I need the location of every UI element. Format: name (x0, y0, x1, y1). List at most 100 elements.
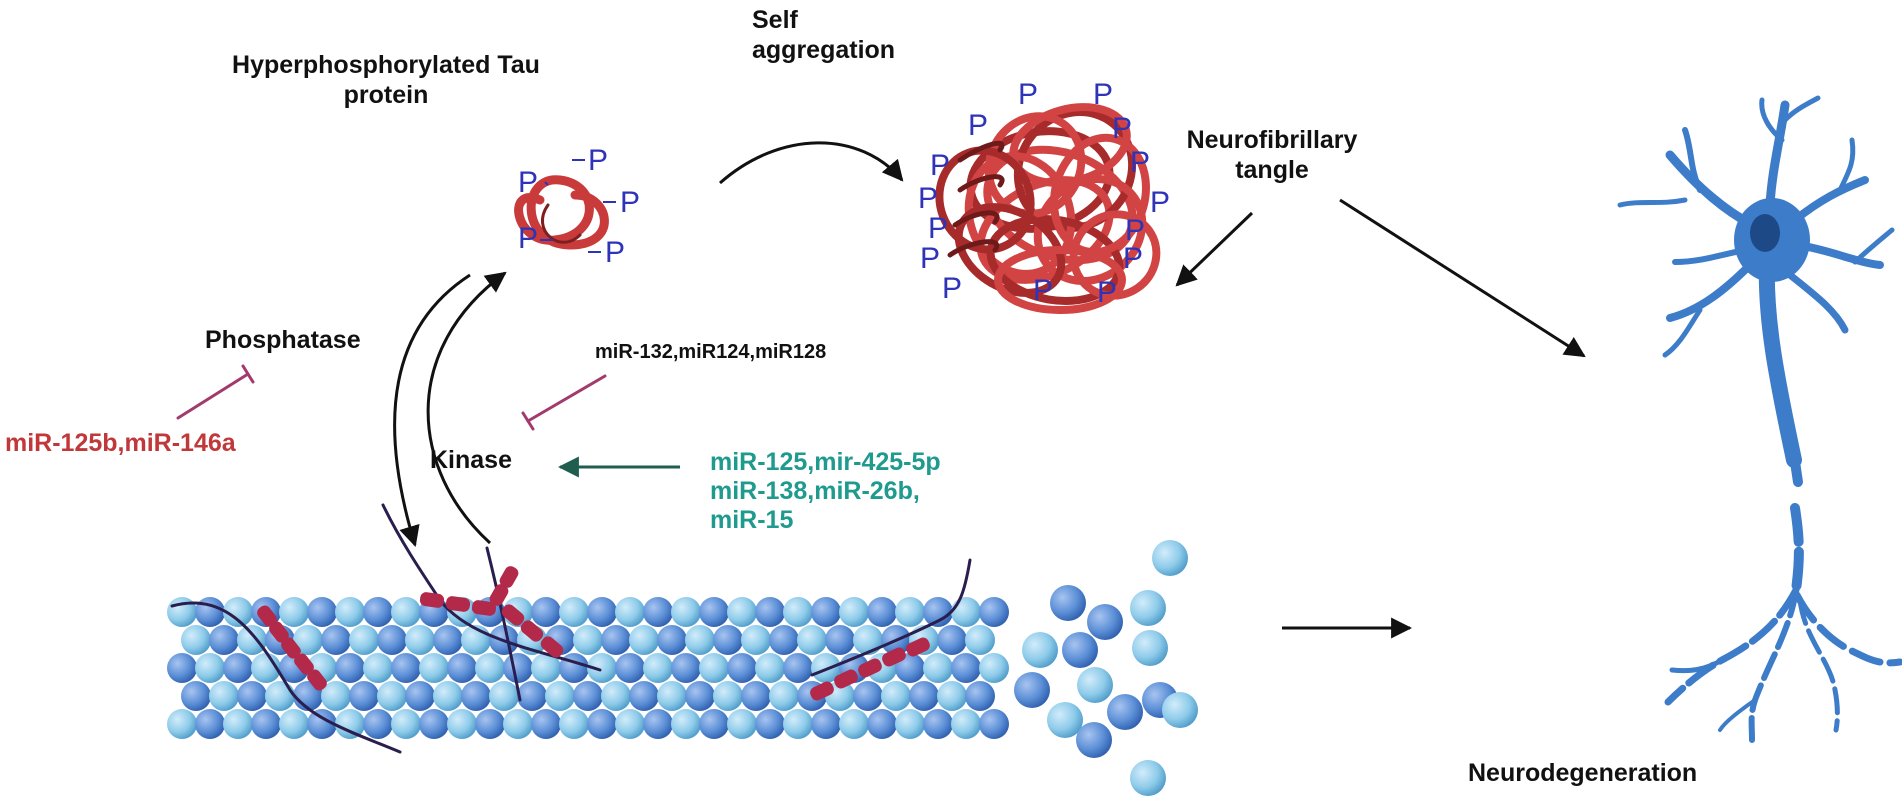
tubulin-bead (503, 709, 533, 739)
tubulin-bead (951, 653, 981, 683)
tubulin-bead (629, 625, 659, 655)
tubulin-bead (223, 653, 253, 683)
tangle-loop (994, 246, 1126, 314)
tubulin-bead (951, 709, 981, 739)
tubulin-bead (377, 681, 407, 711)
tubulin-bead (181, 681, 211, 711)
tangle-strand (947, 239, 1000, 258)
tubulin-bead (853, 625, 883, 655)
tubulin-bead (293, 625, 323, 655)
inhibitor-lines (176, 364, 607, 431)
free-tubulin-bead (1087, 604, 1123, 640)
tangle-to-tangle-arrow (1175, 211, 1254, 287)
tubulin-bead (769, 681, 799, 711)
tubulin-bead (363, 597, 393, 627)
tau-protein-label-line2: protein (343, 81, 429, 109)
tau-to-microtubule-arrow (393, 273, 471, 548)
tubulin-bead (335, 653, 365, 683)
tubulin-bead (811, 597, 841, 627)
mir-kinase-label-line1: miR-125,mir-425-5p (710, 448, 941, 476)
tubulin-bead (895, 597, 925, 627)
tubulin-bead (643, 653, 673, 683)
svg-text:P: P (1123, 242, 1143, 275)
free-tubulin-bead (1152, 540, 1188, 576)
phosphatase-label: Phosphatase (205, 326, 361, 354)
tubulin-bead (755, 597, 785, 627)
free-tubulin-bead (1022, 632, 1058, 668)
tubulin-bead (503, 653, 533, 683)
neurodegeneration-label: Neurodegeneration (1468, 759, 1698, 787)
tubulin-bead (741, 681, 771, 711)
svg-text:P: P (605, 236, 625, 269)
tubulin-bead (223, 597, 253, 627)
tubulin-bead (713, 625, 743, 655)
microtubule-to-tau-arrow (426, 271, 507, 545)
tubulin-bead (265, 681, 295, 711)
tubulin-bead (447, 709, 477, 739)
tubulin-bead (615, 597, 645, 627)
tubulin-bead (741, 625, 771, 655)
tubulin-bead (335, 709, 365, 739)
tubulin-bead (783, 653, 813, 683)
tubulin-bead (643, 709, 673, 739)
tubulin-bead (699, 653, 729, 683)
tubulin-bead (405, 681, 435, 711)
self-aggregation-label-line1: Self (752, 6, 798, 34)
tubulin-bead (349, 625, 379, 655)
tubulin-bead (797, 625, 827, 655)
tau-coil-icon (514, 175, 609, 250)
tubulin-bead (391, 653, 421, 683)
tubulin-bead (951, 597, 981, 627)
tubulin-bead (825, 625, 855, 655)
tubulin-bead (447, 653, 477, 683)
tangle-strand (952, 210, 1000, 228)
tubulin-bead (685, 681, 715, 711)
tubulin-bead (545, 681, 575, 711)
tubulin-bead (685, 625, 715, 655)
self-aggregation-label-line2: aggregation (752, 36, 896, 64)
mir-kinase-label: miR-125,mir-425-5p miR-138,miR-26b, miR-… (710, 448, 941, 535)
tubulin-bead (391, 597, 421, 627)
tubulin-bead (167, 653, 197, 683)
tubulin-bead (475, 653, 505, 683)
svg-text:P: P (942, 272, 962, 305)
tangle-strand (957, 174, 1005, 193)
tubulin-bead (167, 709, 197, 739)
tubulin-bead (237, 681, 267, 711)
tubulin-bead (839, 597, 869, 627)
tubulin-bead (657, 625, 687, 655)
tubulin-bead (811, 709, 841, 739)
tubulin-bead (377, 625, 407, 655)
self-aggregation-arrow (719, 141, 904, 185)
free-tubulin-bead (1076, 722, 1112, 758)
tubulin-bead (167, 597, 197, 627)
microtubule-icon (167, 597, 1009, 739)
tubulin-bead (895, 709, 925, 739)
tubulin-bead (237, 625, 267, 655)
tau-protein-label-line1: Hyperphosphorylated Tau (232, 51, 540, 79)
tubulin-bead (195, 709, 225, 739)
svg-text:P: P (588, 144, 608, 177)
tau-phosphate-labels: P P P P P (518, 144, 640, 269)
tubulin-bead (489, 681, 519, 711)
tangle-loop (1069, 210, 1161, 300)
tubulin-bead (727, 597, 757, 627)
svg-text:P: P (1033, 274, 1053, 307)
tubulin-bead (587, 709, 617, 739)
tubulin-bead (965, 681, 995, 711)
tubulin-bead (783, 709, 813, 739)
neuron-icon (1617, 95, 1902, 743)
tubulin-bead (839, 709, 869, 739)
tubulin-bead (783, 597, 813, 627)
tubulin-bead (433, 681, 463, 711)
svg-text:P: P (930, 149, 950, 182)
tubulin-bead (279, 709, 309, 739)
svg-text:P: P (1093, 78, 1113, 111)
microtubule-tau-bound-segments (257, 566, 930, 701)
tubulin-bead (349, 681, 379, 711)
svg-text:P: P (1112, 112, 1132, 145)
kinase-label: Kinase (430, 446, 512, 474)
tubulin-bead (559, 597, 589, 627)
tubulin-bead (769, 625, 799, 655)
